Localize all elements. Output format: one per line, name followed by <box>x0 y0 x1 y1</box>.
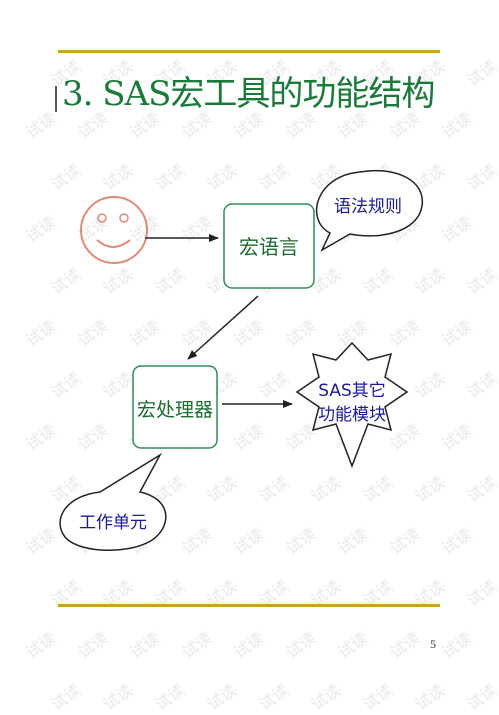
syntax-rules-label: 语法规则 <box>334 197 402 217</box>
page-title: 3. SAS宏工具的功能结构 <box>62 74 435 114</box>
user-smiley-icon <box>80 196 148 264</box>
other-modules-line1: SAS其它 <box>318 381 386 401</box>
syntax-rules-callout: 语法规则 <box>315 169 423 252</box>
macro-language-label: 宏语言 <box>239 235 299 259</box>
work-unit-callout: 工作单元 <box>59 452 167 551</box>
work-unit-label: 工作单元 <box>79 513 147 533</box>
arrow-macro-language-to-processor <box>187 295 259 360</box>
other-modules-line2: 功能模块 <box>318 405 386 425</box>
macro-processor-label: 宏处理器 <box>137 399 213 421</box>
other-modules-star: SAS其它 功能模块 <box>295 341 409 469</box>
top-divider <box>58 50 440 53</box>
macro-language-box: 宏语言 <box>223 203 315 289</box>
page-number: 5 <box>430 637 436 651</box>
macro-processor-box: 宏处理器 <box>132 365 218 449</box>
bottom-divider <box>58 604 440 607</box>
title-marker <box>55 86 57 112</box>
